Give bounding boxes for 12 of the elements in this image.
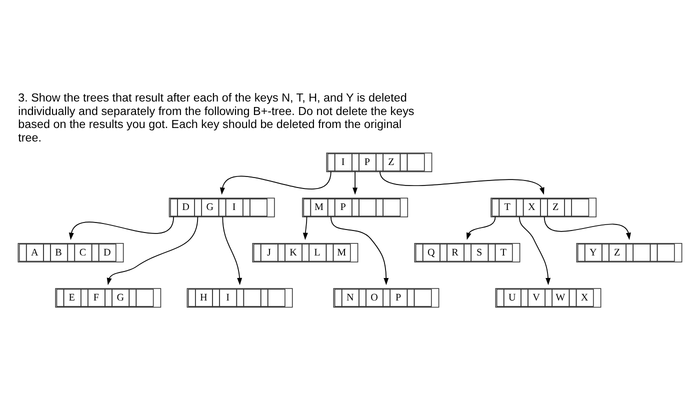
- arrow: [220, 170, 332, 194]
- diagram-title: 3. Show the trees that result after each of the keys N, T, H, and Y is deleted individually and separately from the following B+-tree. Do not delete the keys based on the results you got. Each key should be deleted from the original tree.: [18, 91, 414, 144]
- arrow: [544, 216, 631, 240]
- arrow: [106, 216, 198, 285]
- arrow: [330, 216, 389, 285]
- arrow: [380, 170, 544, 194]
- arrow: [302, 216, 308, 240]
- arrow: [222, 216, 242, 285]
- arrow: [466, 216, 496, 240]
- arrow: [68, 216, 174, 240]
- arrow: [352, 170, 358, 194]
- arrow: [518, 216, 551, 285]
